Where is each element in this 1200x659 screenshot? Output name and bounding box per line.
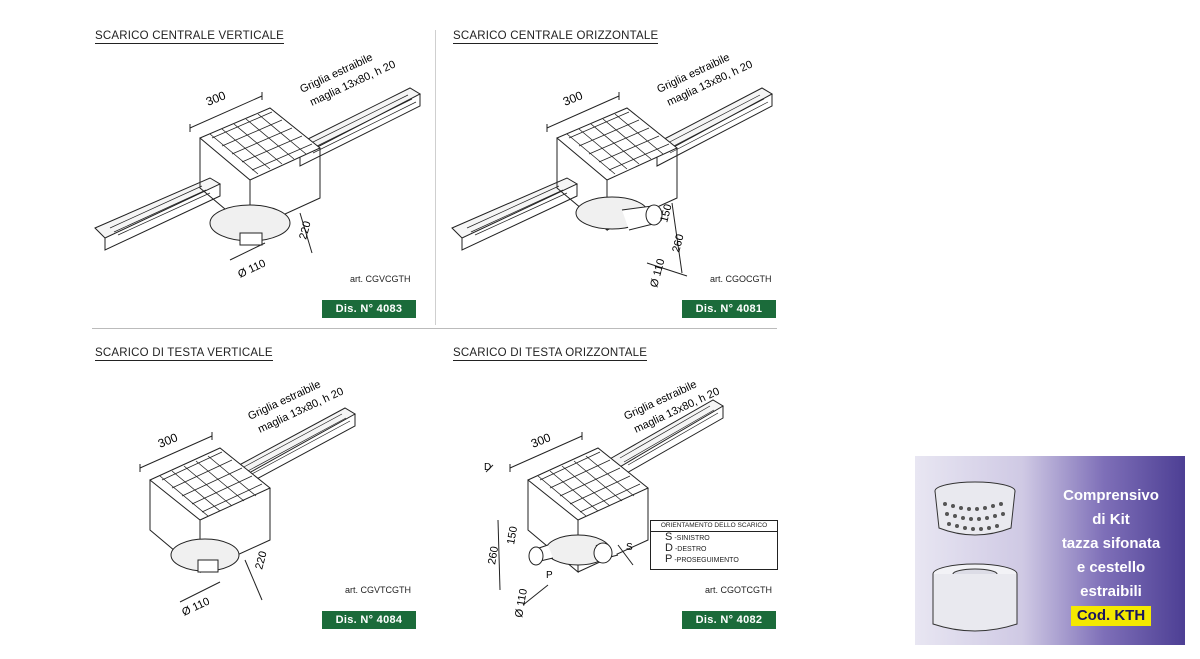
promo-text: Comprensivo di Kit tazza sifonata e cest… (1043, 484, 1179, 628)
drain-drawing: 300 Griglia estraibile maglia 13x80, h 2… (139, 379, 356, 619)
legend-row: S-SINISTRO (665, 531, 710, 543)
panel-title: SCARICO DI TESTA ORIZZONTALE (453, 347, 648, 361)
dim-height-1-label: 150 (505, 525, 520, 545)
product-code-badge: Cod. KTH (1070, 606, 1152, 626)
horizontal-divider (92, 328, 777, 329)
dim-height-label: 220 (253, 550, 269, 571)
panel-title: SCARICO DI TESTA VERTICALE (95, 347, 273, 361)
dim-width-label: 300 (156, 430, 180, 451)
dim-diameter-label: Ø 110 (236, 258, 267, 281)
legend-title: ORIENTAMENTO DELLO SCARICO (651, 521, 777, 532)
discharge-orientation-legend: ORIENTAMENTO DELLO SCARICO S-SINISTRO D-… (650, 520, 778, 570)
article-code: art. CGOTCGTH (705, 585, 772, 595)
promo-line: di Kit (1092, 511, 1130, 528)
basket-and-trap-illustration (932, 481, 1018, 632)
legend-row: P-PROSEGUIMENTO (665, 553, 739, 565)
promo-line: estraibili (1080, 583, 1142, 600)
dim-height-label: 220 (297, 220, 313, 241)
dim-height-1-label: 150 (658, 203, 674, 224)
direction-d-label: D (484, 462, 491, 473)
promo-line: e cestello (1076, 559, 1146, 576)
direction-s-label: S (626, 542, 633, 553)
legend-row: D-DESTRO (665, 542, 707, 554)
article-code: art. CGVCGTH (350, 274, 411, 284)
dim-diameter-label: Ø 110 (513, 588, 530, 619)
dim-width-label: 300 (529, 430, 553, 451)
drawing-number-badge: Dis. N° 4081 (682, 300, 776, 318)
kit-promo-box: Comprensivo di Kit tazza sifonata e cest… (915, 456, 1185, 645)
vertical-divider (435, 30, 436, 325)
article-code: art. CGVTCGTH (345, 585, 412, 595)
drain-drawing: 300 Griglia estraibile maglia 13x80, h 2… (94, 52, 422, 281)
drawing-number-badge: Dis. N° 4082 (682, 611, 776, 629)
drain-drawing: 300 Griglia estraibile maglia 13x80, h 2… (484, 379, 724, 619)
article-code: art. CGOCGTH (710, 274, 772, 284)
promo-line: tazza sifonata (1061, 535, 1161, 552)
direction-p-label: P (546, 570, 553, 581)
drawing-number-badge: Dis. N° 4084 (322, 611, 416, 629)
dim-width-label: 300 (204, 88, 228, 109)
promo-line: Comprensivo (1063, 487, 1159, 504)
dim-width-label: 300 (561, 88, 585, 109)
drawing-number-badge: Dis. N° 4083 (322, 300, 416, 318)
dim-height-2-label: 260 (670, 233, 686, 254)
drain-drawing: 300 Griglia estraibile maglia 13x80, h 2… (451, 52, 774, 289)
dim-diameter-label: Ø 110 (648, 258, 667, 289)
dim-height-2-label: 260 (486, 545, 501, 565)
panel-title: SCARICO CENTRALE ORIZZONTALE (453, 30, 659, 44)
panel-title: SCARICO CENTRALE VERTICALE (95, 30, 285, 44)
